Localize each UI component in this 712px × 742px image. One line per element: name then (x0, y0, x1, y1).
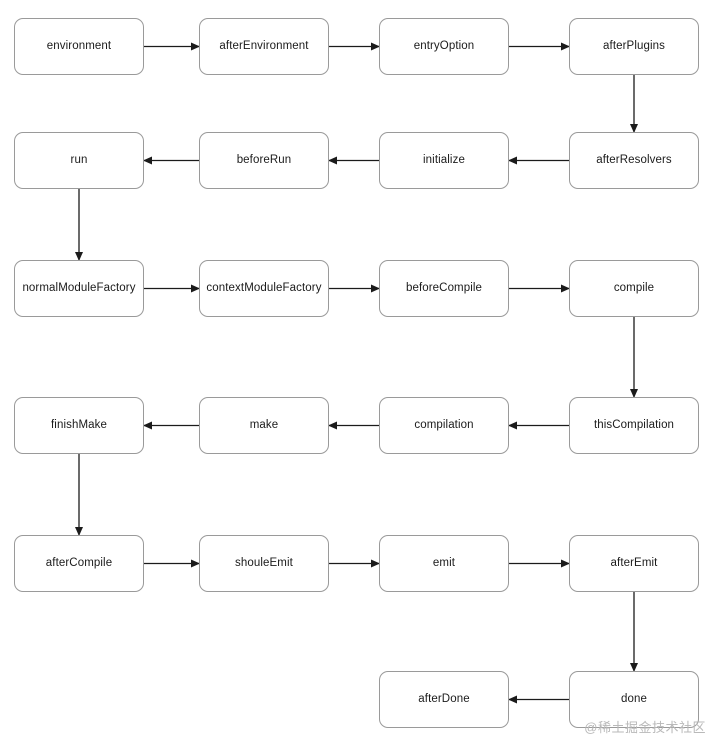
node-finishMake[interactable]: finishMake (14, 397, 144, 454)
node-make[interactable]: make (199, 397, 329, 454)
node-label: normalModuleFactory (22, 281, 136, 294)
node-label: done (621, 692, 647, 705)
node-compile[interactable]: compile (569, 260, 699, 317)
node-label: compilation (414, 418, 474, 431)
node-label: afterCompile (45, 556, 113, 569)
node-label: afterResolvers (596, 153, 672, 166)
node-label: compile (613, 281, 655, 294)
node-run[interactable]: run (14, 132, 144, 189)
node-thisCompilation[interactable]: thisCompilation (569, 397, 699, 454)
node-label: afterEmit (610, 556, 658, 569)
node-environment[interactable]: environment (14, 18, 144, 75)
node-done[interactable]: done (569, 671, 699, 728)
node-afterResolvers[interactable]: afterResolvers (569, 132, 699, 189)
node-label: beforeRun (236, 153, 292, 166)
node-initialize[interactable]: initialize (379, 132, 509, 189)
node-label: emit (432, 556, 456, 569)
node-afterEnvironment[interactable]: afterEnvironment (199, 18, 329, 75)
node-label: beforeCompile (405, 281, 483, 294)
node-compilation[interactable]: compilation (379, 397, 509, 454)
node-afterEmit[interactable]: afterEmit (569, 535, 699, 592)
node-label: contextModuleFactory (206, 281, 322, 294)
node-label: afterDone (418, 692, 470, 705)
node-label: make (249, 418, 279, 431)
node-shouleEmit[interactable]: shouleEmit (199, 535, 329, 592)
node-label: thisCompilation (593, 418, 675, 431)
node-emit[interactable]: emit (379, 535, 509, 592)
node-label: afterEnvironment (219, 39, 309, 52)
node-entryOption[interactable]: entryOption (379, 18, 509, 75)
node-afterPlugins[interactable]: afterPlugins (569, 18, 699, 75)
node-label: run (70, 153, 88, 166)
node-label: environment (46, 39, 112, 52)
node-afterCompile[interactable]: afterCompile (14, 535, 144, 592)
node-label: finishMake (51, 418, 107, 431)
watermark: @稀土掘金技术社区 (584, 720, 706, 735)
node-beforeRun[interactable]: beforeRun (199, 132, 329, 189)
node-afterDone[interactable]: afterDone (379, 671, 509, 728)
node-contextModuleFactory[interactable]: contextModuleFactory (199, 260, 329, 317)
node-label: entryOption (413, 39, 475, 52)
node-normalModuleFactory[interactable]: normalModuleFactory (14, 260, 144, 317)
node-label: afterPlugins (603, 39, 665, 52)
node-label: initialize (423, 153, 465, 166)
node-label: shouleEmit (235, 556, 293, 569)
node-beforeCompile[interactable]: beforeCompile (379, 260, 509, 317)
